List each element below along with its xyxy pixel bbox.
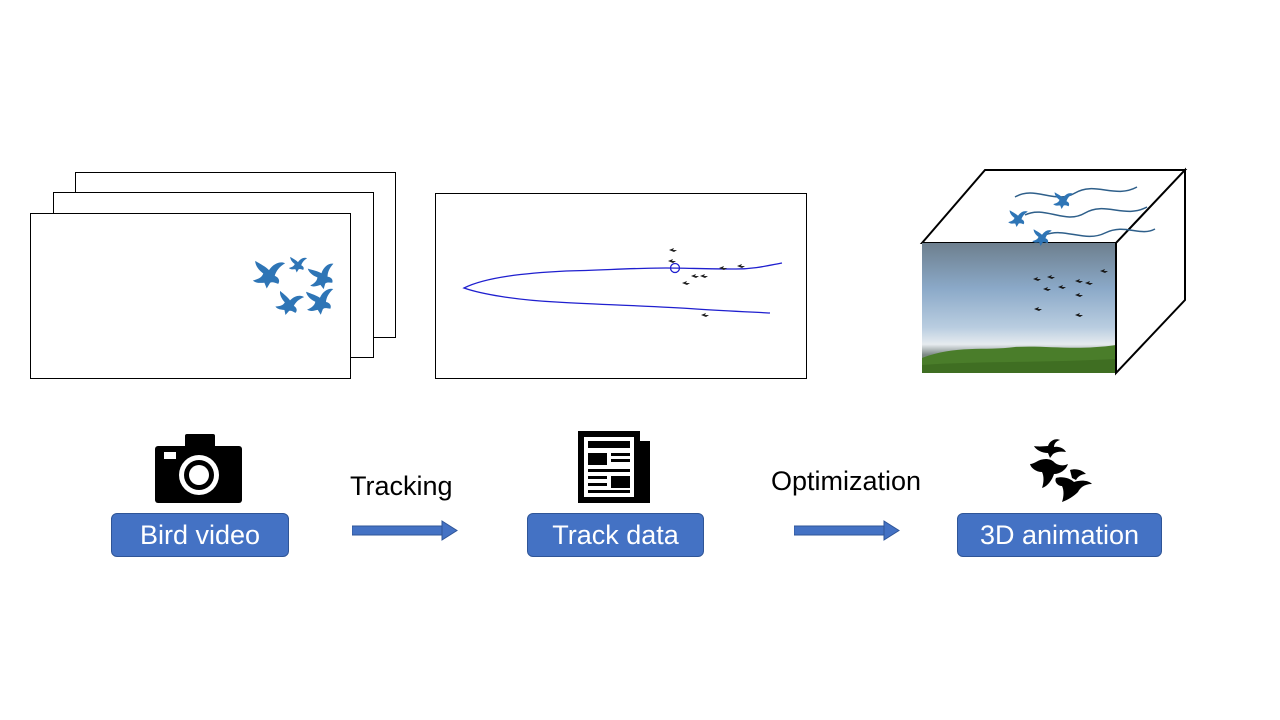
sky-bird — [1100, 269, 1108, 273]
track-plot — [462, 248, 783, 317]
sky-bird — [1033, 277, 1041, 281]
blue-birds-flock — [252, 256, 340, 318]
flight-wave — [1024, 206, 1148, 218]
track-line — [462, 262, 783, 314]
sky-bird — [1034, 307, 1042, 311]
arrow-right-icon — [352, 520, 458, 541]
transition-label-optimization: Optimization — [771, 466, 922, 496]
stage-pill-track-data: Track data — [527, 513, 704, 557]
sky-bird — [1047, 275, 1055, 279]
blue-bird — [274, 290, 305, 318]
flight-wave — [1044, 228, 1156, 238]
tracked-bird — [669, 248, 677, 252]
sky-birds — [1033, 269, 1108, 317]
sky-bird — [1043, 287, 1051, 291]
tracked-bird — [701, 313, 709, 317]
sky-bird — [1085, 281, 1093, 285]
track-plot-frame — [435, 193, 807, 379]
stage-label: 3D animation — [979, 519, 1140, 550]
blue-bird — [305, 261, 340, 293]
stage-pill-3d-animation: 3D animation — [957, 513, 1162, 557]
tracked-birds — [668, 248, 745, 317]
flight-wave — [1014, 186, 1138, 198]
tracked-bird — [719, 266, 727, 270]
sky-bird — [1058, 285, 1066, 289]
tracked-bird — [682, 281, 690, 285]
sky-bird — [1075, 313, 1083, 317]
tracked-bird — [737, 264, 745, 268]
sky-bird — [1075, 279, 1083, 283]
track-target-circle — [669, 262, 681, 274]
transition-label-tracking: Tracking — [350, 471, 453, 501]
tracked-bird — [700, 274, 708, 278]
tracked-bird — [668, 259, 676, 263]
newspaper-icon — [578, 431, 650, 503]
stage-label: Track data — [552, 519, 679, 550]
arrow-right-icon — [794, 520, 900, 541]
video-frame-front — [30, 213, 351, 379]
flying-birds-icon — [1030, 439, 1092, 502]
sky-bird — [1075, 293, 1083, 297]
tracked-bird — [691, 274, 699, 278]
camera-icon — [155, 434, 242, 503]
stage-pill-bird-video: Bird video — [111, 513, 289, 557]
blue-bird — [288, 256, 308, 273]
animation-cube — [919, 167, 1188, 376]
stage-label: Bird video — [139, 519, 261, 550]
blue-bird — [252, 260, 286, 289]
blue-bird — [303, 286, 338, 317]
